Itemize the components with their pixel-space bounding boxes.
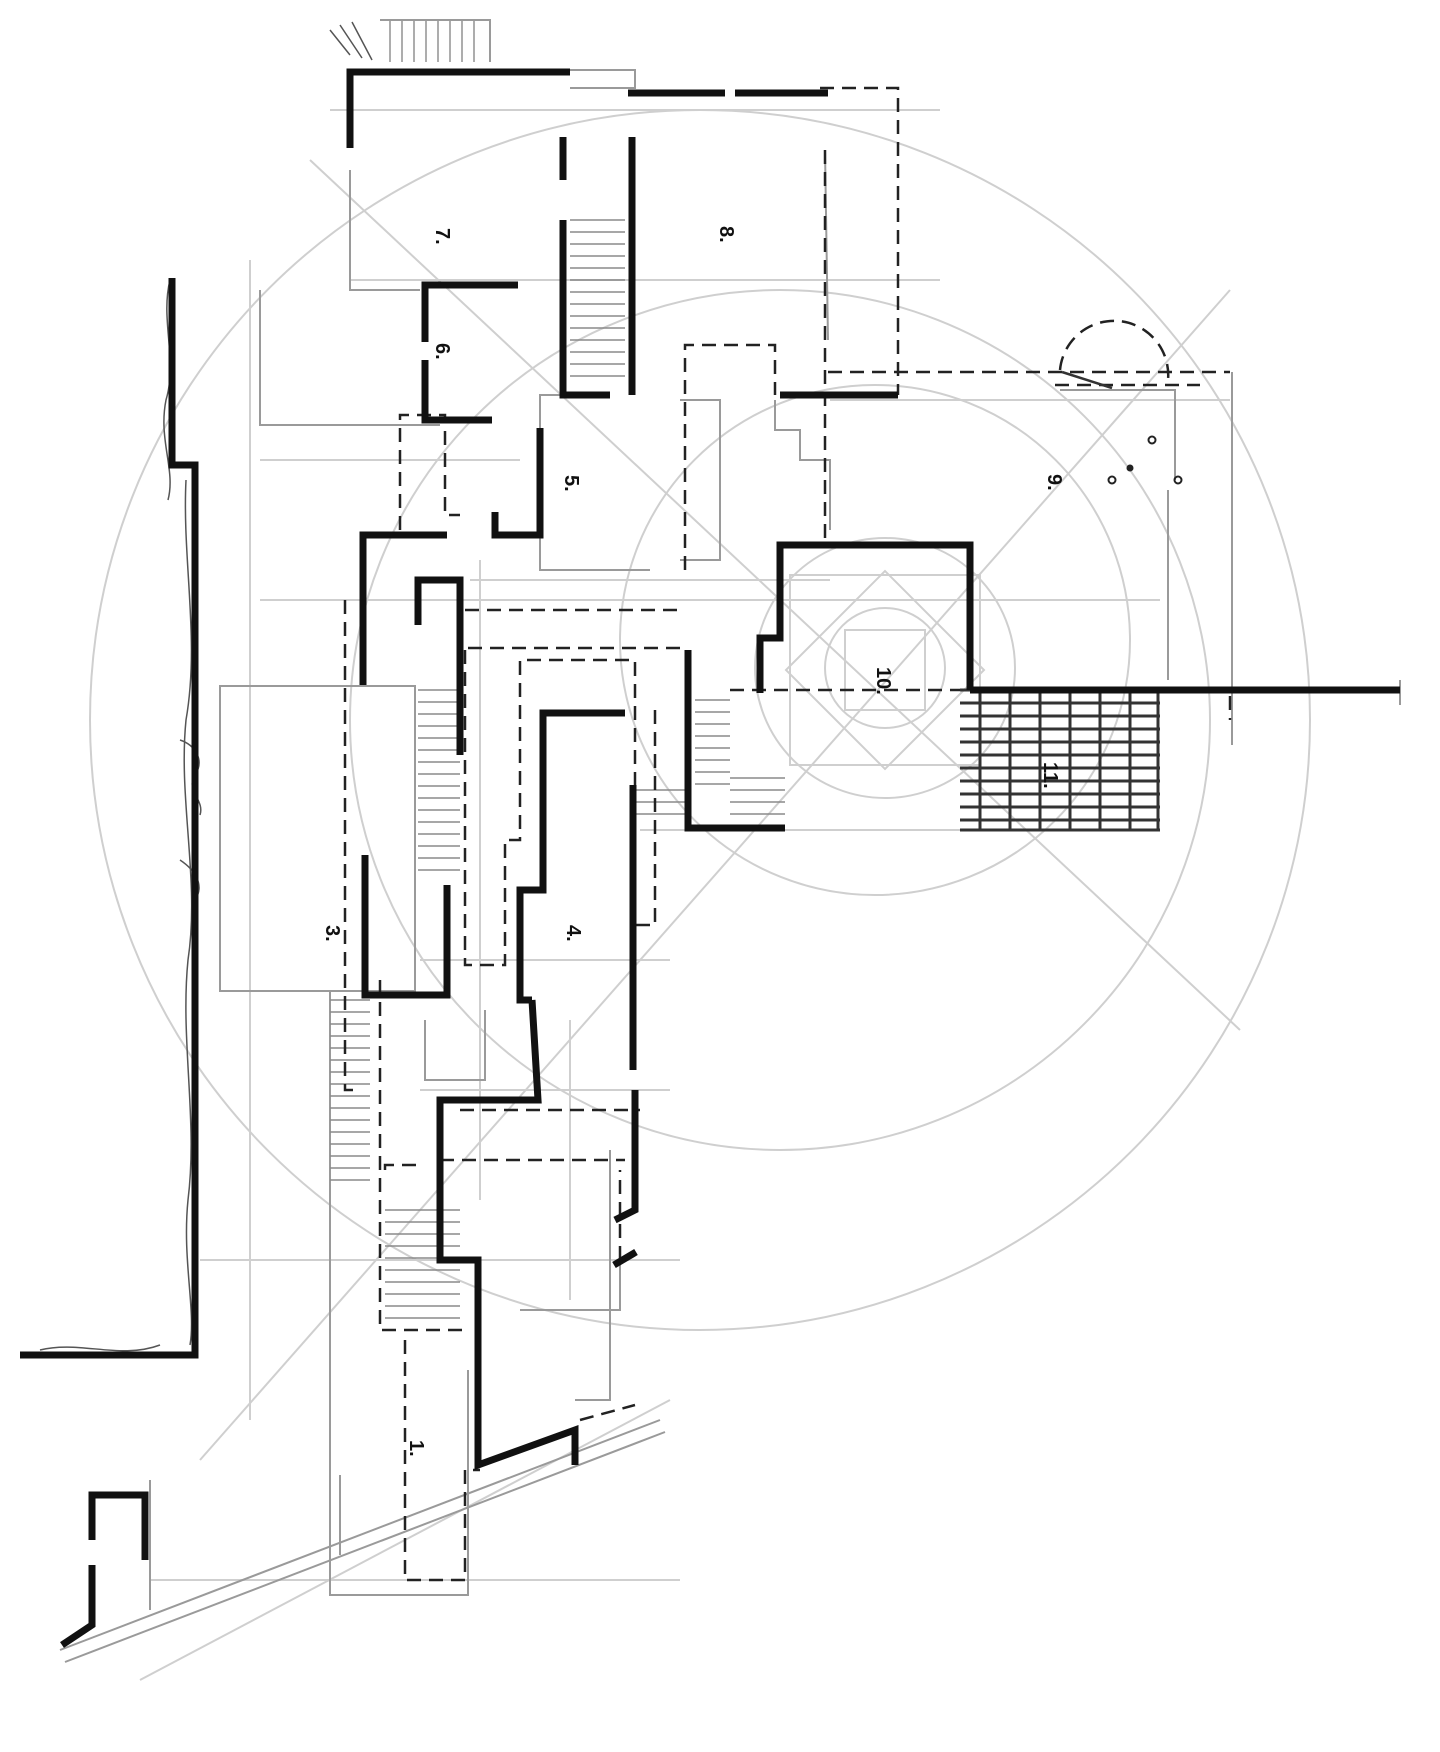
wall-room-6-upper [421,281,518,342]
wall-stair-west [559,220,610,399]
room-label-8: 8. [715,226,737,243]
stair-central [632,699,785,815]
wall-room-10 [756,541,974,693]
wall-court-west [684,650,785,832]
room-label-10: 10. [872,667,894,695]
dashed-outlines [343,86,1232,1582]
wall-lower-east-a [613,1090,639,1224]
walls [20,68,1400,1648]
room-label-3: 3. [321,925,343,942]
column [1126,464,1134,472]
stair-treads [330,19,785,1319]
room-label-11: 11. [1039,762,1061,789]
room-labels: 1. 3. 4. 5. 6. 7. 8. 9. 10. 11. [321,226,1065,1457]
wall-gate-a [88,1491,149,1560]
proportion-guides [89,109,1311,1681]
stair-upper [570,219,625,377]
room-label-5: 5. [560,475,582,492]
column [1173,475,1183,485]
wall-lower-east-b [612,1248,638,1269]
floor-outlines [59,69,1401,1663]
wall-lower-stepped [436,999,579,1470]
stair-middle [418,689,460,871]
column [1147,435,1157,445]
room-label-6: 6. [431,343,453,360]
wall-room-5 [491,428,544,539]
paving-grid [960,688,1160,832]
wall-room-6-lower [421,360,492,424]
wall-gate-b [60,1565,96,1648]
stair-top [380,19,491,62]
wall-north-upper [346,68,570,148]
room-label-1: 1. [405,1440,427,1457]
wall-retaining [20,278,199,1359]
wall-corridor-lower [361,855,451,999]
stair-lower [330,999,460,1319]
columns [1107,435,1183,485]
column [1107,475,1117,485]
wall-corridor-upper [359,531,447,685]
room-label-7: 7. [431,228,453,245]
wall-corridor-inner [414,576,464,755]
door-swing-9 [1061,370,1113,390]
room-label-9: 9. [1043,474,1065,491]
wall-room-4 [516,709,625,1004]
room-label-4: 4. [562,925,584,942]
